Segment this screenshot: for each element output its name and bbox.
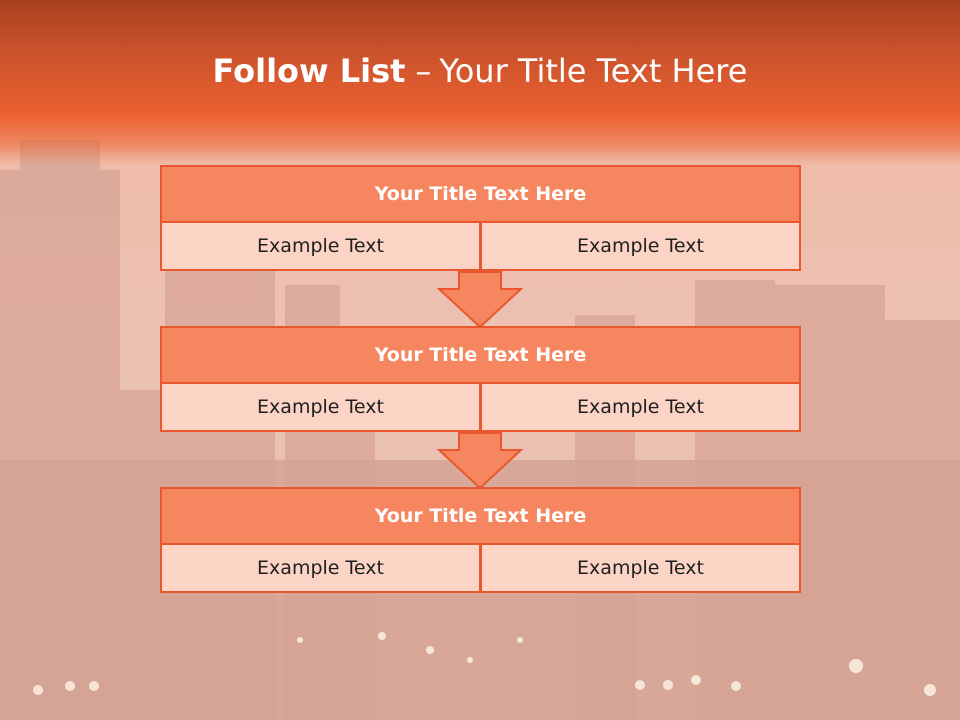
down-arrow-icon <box>437 271 523 329</box>
slide-title: Follow List–Your Title Text Here <box>0 52 960 90</box>
step-title: Your Title Text Here <box>160 326 801 384</box>
down-arrow-icon <box>437 432 523 490</box>
step-cell-right: Example Text <box>480 221 801 271</box>
slide-title-dash: – <box>415 52 432 90</box>
step-block-1: Your Title Text Here Example Text Exampl… <box>160 165 801 271</box>
step-title: Your Title Text Here <box>160 487 801 545</box>
step-cell-right: Example Text <box>480 382 801 432</box>
step-block-3: Your Title Text Here Example Text Exampl… <box>160 487 801 593</box>
step-cell-left: Example Text <box>160 543 481 593</box>
step-block-2: Your Title Text Here Example Text Exampl… <box>160 326 801 432</box>
header-band <box>0 0 960 165</box>
slide-title-bold: Follow List <box>212 52 406 90</box>
step-cell-left: Example Text <box>160 221 481 271</box>
slide-title-rest: Your Title Text Here <box>439 52 748 90</box>
step-cell-right: Example Text <box>480 543 801 593</box>
step-title: Your Title Text Here <box>160 165 801 223</box>
step-cell-left: Example Text <box>160 382 481 432</box>
